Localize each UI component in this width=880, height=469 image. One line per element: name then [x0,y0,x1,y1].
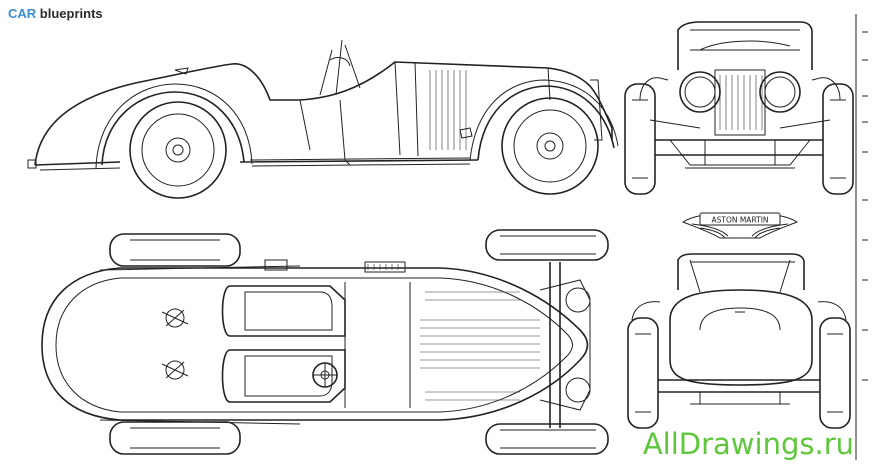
scale-ruler [855,14,868,460]
rear-wheel-right [819,317,851,429]
rear-view [627,253,851,429]
site-logo[interactable]: CAR blueprints [8,6,103,21]
top-view [41,229,609,455]
front-wheel-right [822,83,854,195]
side-front-wheel [501,97,599,195]
top-front-wheel-upper [485,229,609,261]
rear-wheel-left [627,317,659,429]
brand-blueprints: blueprints [39,6,103,21]
watermark: AllDrawings.ru [642,427,854,461]
brand-car: CAR [8,6,37,21]
aston-martin-logo: ASTON MARTIN [681,212,799,239]
top-rear-wheel-upper [109,233,241,267]
front-wheel-left [624,83,656,195]
top-front-wheel-lower [485,423,609,455]
side-rear-wheel [129,101,227,199]
side-view [27,39,619,199]
top-rear-wheel-lower [109,421,241,455]
logo-text: ASTON MARTIN [711,216,768,225]
front-view [624,21,854,195]
front-headlamp-right [759,71,801,113]
front-headlamp-left [679,71,721,113]
